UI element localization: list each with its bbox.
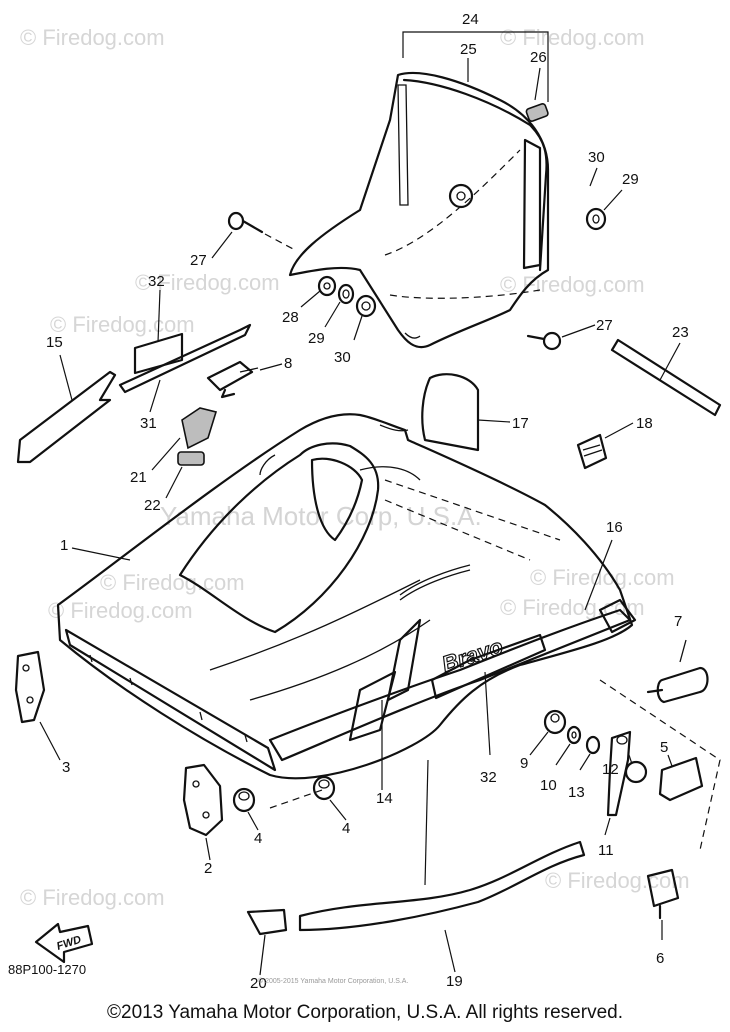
knob-7	[646, 639, 709, 704]
grommet-4-left	[232, 787, 256, 813]
latch-3	[14, 650, 46, 724]
label-17: 17	[512, 415, 529, 432]
label-10: 10	[540, 777, 557, 794]
watermark: © Firedog.com	[20, 25, 165, 50]
label-18: 18	[636, 415, 653, 432]
strip-23	[610, 338, 722, 417]
label-12: 12	[602, 761, 619, 778]
leader-26	[534, 67, 541, 101]
label-2: 2	[204, 860, 212, 877]
label-19: 19	[446, 973, 463, 990]
hood	[56, 413, 637, 780]
label-27: 27	[596, 317, 613, 334]
label-4: 4	[254, 830, 262, 847]
label-6: 6	[656, 950, 664, 967]
knob-6	[646, 868, 680, 920]
watermark: © Firedog.com	[530, 565, 675, 590]
decal-31	[118, 323, 252, 394]
label-26: 26	[530, 49, 547, 66]
grommet-4-right	[312, 775, 336, 801]
label-16: 16	[606, 519, 623, 536]
watermark: © Firedog.com	[100, 570, 245, 595]
washer-10	[566, 725, 582, 745]
watermark: © Firedog.com	[135, 270, 280, 295]
label-31: 31	[140, 415, 157, 432]
label-32: 32	[148, 273, 165, 290]
label-3: 3	[62, 759, 70, 776]
label-27: 27	[190, 252, 207, 269]
label-23: 23	[672, 324, 689, 341]
seal-19	[298, 840, 586, 932]
small-copyright: © 2005-2015 Yamaha Motor Corporation, U.…	[258, 978, 409, 985]
label-25: 25	[460, 41, 477, 58]
nut-30	[355, 294, 377, 318]
label-13: 13	[568, 784, 585, 801]
label-28: 28	[282, 309, 299, 326]
part-21	[181, 407, 218, 450]
label-29: 29	[622, 171, 639, 188]
washer-28	[317, 275, 337, 297]
label-24: 24	[462, 11, 479, 28]
label-22: 22	[144, 497, 161, 514]
part-18	[576, 433, 608, 470]
nut-30-top	[448, 183, 474, 209]
screw-27-right	[526, 331, 562, 351]
label-30: 30	[588, 149, 605, 166]
label-5: 5	[660, 739, 668, 756]
part-20	[246, 908, 288, 936]
bracket-24	[402, 31, 549, 102]
label-7: 7	[674, 613, 682, 630]
screw-27-left	[227, 211, 296, 251]
watermark-center: Yamaha Motor Corp, U.S.A.	[160, 501, 482, 531]
label-14: 14	[376, 790, 393, 807]
watermark: © Firedog.com	[50, 312, 195, 337]
decal-32	[133, 332, 184, 375]
bracket-8	[206, 360, 259, 399]
label-32: 32	[480, 769, 497, 786]
windshield	[288, 71, 550, 349]
label-15: 15	[46, 334, 63, 351]
bushing-12	[624, 760, 648, 784]
clip-26	[525, 102, 549, 122]
grommet-9	[543, 709, 567, 735]
part-17	[421, 373, 480, 452]
lever-11	[606, 730, 632, 817]
label-21: 21	[130, 469, 147, 486]
washer-13	[585, 735, 601, 755]
bravo-decal-text: Bravo	[439, 634, 506, 677]
label-1: 1	[60, 537, 68, 554]
copyright-footer: ©2013 Yamaha Motor Corporation, U.S.A. A…	[107, 1002, 623, 1023]
watermark: © Firedog.com	[20, 885, 165, 910]
label-4: 4	[342, 820, 350, 837]
decal-15	[16, 370, 117, 464]
part-22	[177, 451, 205, 466]
washer-29	[337, 283, 355, 305]
fwd-arrow-icon: FWD	[34, 922, 94, 964]
label-8: 8	[284, 355, 292, 372]
latch-2	[182, 763, 224, 837]
label-30: 30	[334, 349, 351, 366]
label-29: 29	[308, 330, 325, 347]
watermark: © Firedog.com	[500, 25, 645, 50]
bracket-5	[658, 756, 704, 802]
label-9: 9	[520, 755, 528, 772]
watermark: © Firedog.com	[48, 598, 193, 623]
label-11: 11	[598, 842, 614, 859]
diagram-code: 88P100-1270	[8, 962, 87, 977]
label-20: 20	[250, 975, 267, 992]
washer-29-top	[585, 207, 607, 231]
